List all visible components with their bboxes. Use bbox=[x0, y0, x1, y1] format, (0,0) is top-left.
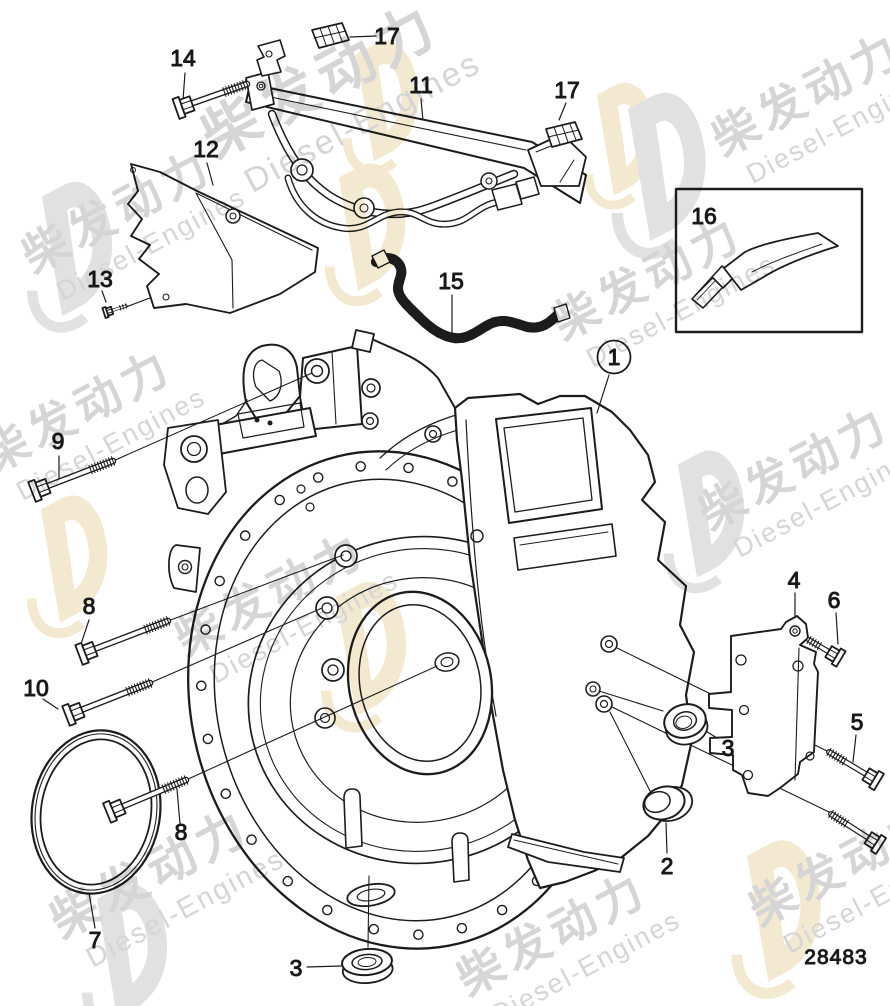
plug-2 bbox=[642, 785, 694, 823]
callout-7: 7 bbox=[89, 927, 102, 953]
bolt-5b bbox=[828, 810, 887, 855]
callout-6: 6 bbox=[828, 587, 841, 613]
bolt-9 bbox=[27, 456, 117, 503]
callout-3-right: 3 bbox=[722, 735, 735, 761]
bolt-5a bbox=[826, 747, 885, 791]
callout-10: 10 bbox=[23, 675, 49, 701]
callout-3-bottom: 3 bbox=[290, 955, 303, 981]
callout-1-circle bbox=[596, 339, 632, 375]
flywheel-housing bbox=[163, 329, 696, 950]
bolt-8-lower bbox=[102, 775, 190, 824]
sealant-tube bbox=[691, 232, 839, 309]
clip-17a bbox=[311, 22, 350, 49]
bushing-3-bottom bbox=[341, 947, 394, 985]
bolt-10 bbox=[61, 678, 154, 727]
o-ring-7 bbox=[30, 729, 162, 895]
bushing-3-right bbox=[663, 703, 709, 746]
drawing-number: 28483 bbox=[804, 946, 867, 969]
callout-11: 11 bbox=[409, 72, 433, 98]
callout-16: 16 bbox=[691, 203, 717, 229]
callout-8-lower: 8 bbox=[175, 819, 188, 845]
callout-2: 2 bbox=[661, 853, 674, 879]
callout-12: 12 bbox=[193, 136, 219, 162]
callout-8-upper: 8 bbox=[83, 593, 96, 619]
callout-14: 14 bbox=[170, 45, 196, 71]
callout-17b: 17 bbox=[554, 77, 580, 103]
clip-17b bbox=[545, 121, 583, 148]
bolt-8-upper bbox=[74, 616, 172, 666]
callout-4: 4 bbox=[788, 567, 801, 593]
callout-5: 5 bbox=[851, 709, 864, 735]
callout-9: 9 bbox=[52, 428, 65, 454]
bolt-14 bbox=[171, 79, 251, 120]
bolt-6 bbox=[806, 636, 847, 668]
callout-13: 13 bbox=[87, 266, 113, 292]
callout-1: 1 bbox=[608, 344, 621, 370]
bracket-4 bbox=[708, 615, 819, 797]
screw-13 bbox=[101, 303, 128, 319]
bracket-11 bbox=[245, 39, 587, 233]
seal-strip-15 bbox=[371, 249, 571, 344]
callout-15: 15 bbox=[438, 268, 464, 294]
callout-17a: 17 bbox=[374, 23, 400, 49]
